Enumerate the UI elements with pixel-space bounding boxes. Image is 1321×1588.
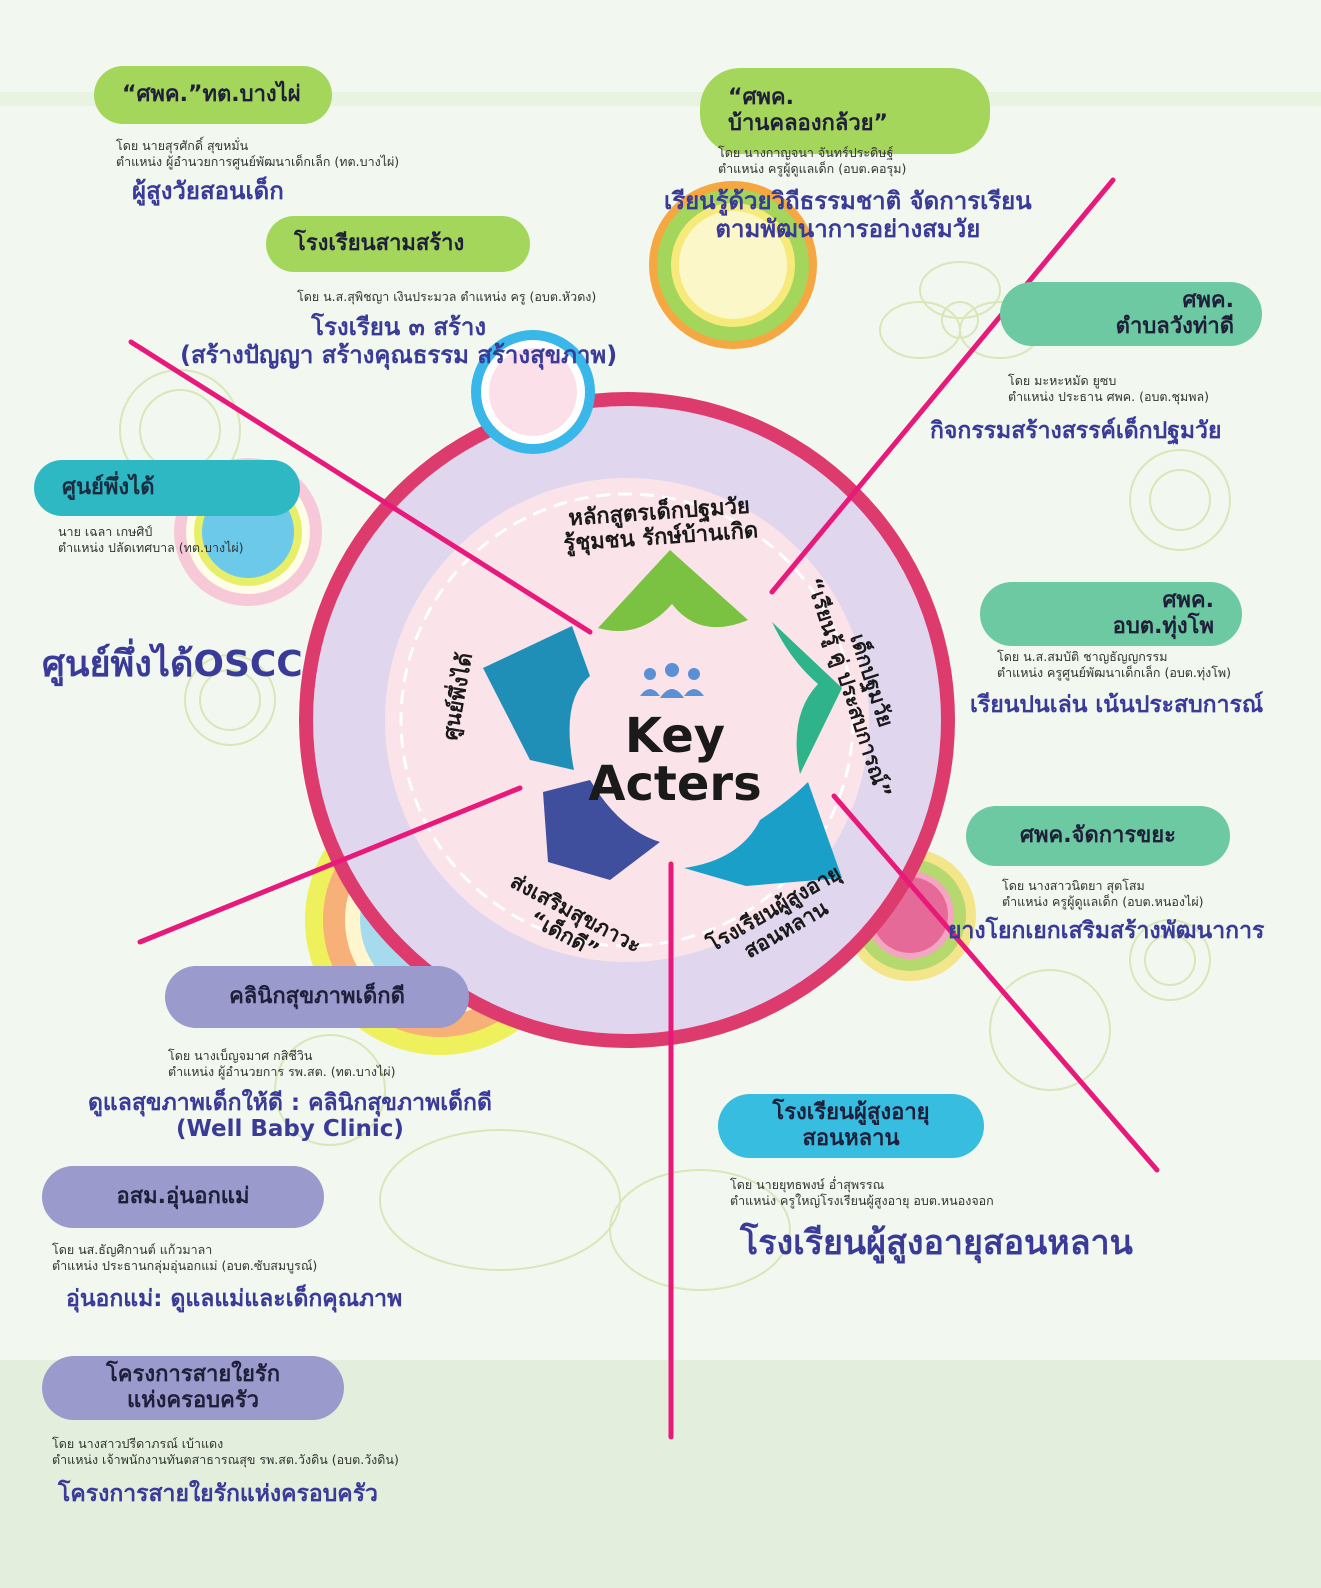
node-title-4-text: ศพค. ตำบลวังท่าดี — [1115, 287, 1234, 339]
node-person-5: นาย เฉลา เกษศิป์ ตำแหน่ง ปลัดเทศบาล (ทต.… — [58, 524, 244, 556]
node-title-1: “ศพค.”ทต.บางไผ่ — [94, 66, 332, 124]
node-person-10: โดย นส.ธัญศิกานต์ แก้วมาลา ตำแหน่ง ประธา… — [52, 1242, 318, 1274]
node-title-2-text: “ศพค. บ้านคลองกล้วย” — [728, 84, 889, 136]
node-title-8: คลินิกสุขภาพเด็กดี — [165, 966, 469, 1028]
node-person-8: โดย นางเบ็ญจมาศ กสิชีวิน ตำแหน่ง ผู้อำนว… — [168, 1048, 396, 1080]
node-topic-7: ยางโยกเยกเสริมสร้างพัฒนาการ — [948, 918, 1265, 944]
main-ring-dashes — [399, 492, 855, 948]
spoke-lower-left — [137, 785, 523, 945]
node-person-7: โดย นางสาวนิตยา สุตโสม ตำแหน่ง ครูผู้ดูแ… — [1002, 878, 1204, 910]
node-person-4: โดย มะหะหมัด ยูซบ ตำแหน่ง ประธาน ศพค. (อ… — [1008, 373, 1209, 405]
center-title: Key Acters — [560, 712, 790, 808]
node-title-7-text: ศพค.จัดการขยะ — [1020, 822, 1176, 848]
node-title-3-text: โรงเรียนสามสร้าง — [294, 230, 465, 256]
node-person-1: โดย นายสุรศักดิ์ สุขหมั่น ตำแหน่ง ผู้อำน… — [116, 138, 400, 170]
node-topic-2: เรียนรู้ด้วยวิถีธรรมชาติ จัดการเรียน ตาม… — [664, 187, 1032, 243]
center-title-line1: Key — [624, 708, 726, 764]
node-title-7: ศพค.จัดการขยะ — [966, 806, 1230, 866]
node-person-3: โดย น.ส.สุพิชญา เงินประมวล ตำแหน่ง ครู (… — [297, 289, 597, 304]
petal-left — [483, 626, 590, 770]
decor-circle-blue — [471, 330, 595, 454]
node-title-5: ศูนย์พึ่งได้ — [34, 460, 300, 516]
node-topic-11: โครงการสายใยรักแห่งครอบครัว — [58, 1481, 378, 1507]
petal-bottom-right — [684, 782, 842, 886]
node-title-2: “ศพค. บ้านคลองกล้วย” — [700, 68, 990, 154]
node-title-6: ศพค. อบต.ทุ่งโพ — [980, 582, 1242, 646]
node-person-9: โดย นายยุทธพงษ์ อ่ำสุพรรณ ตำแหน่ง ครูใหญ… — [730, 1177, 994, 1209]
spokes — [128, 177, 1160, 1440]
node-title-6-text: ศพค. อบต.ทุ่งโพ — [1112, 587, 1214, 639]
people-group-icon — [640, 663, 704, 698]
node-title-9-text: โรงเรียนผู้สูงอายุ สอนหลาน — [772, 1099, 930, 1151]
spoke-upper-left — [128, 339, 593, 635]
decorative-flowers — [119, 261, 1231, 1291]
node-title-5-text: ศูนย์พึ่งได้ — [62, 474, 155, 500]
center-title-line2: Acters — [588, 756, 762, 812]
node-topic-9: โรงเรียนผู้สูงอายุสอนหลาน — [740, 1223, 1133, 1263]
node-topic-4: กิจกรรมสร้างสรรค์เด็กปฐมวัย — [930, 418, 1222, 444]
node-person-11: โดย นางสาวปรีดาภรณ์ เบ้าแดง ตำแหน่ง เจ้า… — [52, 1436, 399, 1468]
petal-right — [772, 622, 842, 774]
node-title-10: อสม.อุ่นอกแม่ — [42, 1166, 324, 1228]
node-topic-8: ดูแลสุขภาพเด็กให้ดี : คลินิกสุขภาพเด็กดี… — [88, 1090, 492, 1143]
node-title-10-text: อสม.อุ่นอกแม่ — [116, 1183, 250, 1209]
spoke-lower-right — [831, 793, 1160, 1173]
node-title-11: โครงการสายใยรัก แห่งครอบครัว — [42, 1356, 344, 1420]
petal-top — [598, 550, 748, 631]
spoke-upper-right — [769, 177, 1116, 595]
node-title-4: ศพค. ตำบลวังท่าดี — [1000, 282, 1262, 346]
node-person-2: โดย นางกาญจนา จันทร์ประดิษฐ์ ตำแหน่ง ครู… — [718, 145, 907, 177]
node-topic-10: อุ่นอกแม่: ดูแลแม่และเด็กคุณภาพ — [66, 1286, 403, 1312]
node-topic-5: ศูนย์พึ่งได้OSCC — [42, 644, 303, 685]
node-title-9: โรงเรียนผู้สูงอายุ สอนหลาน — [718, 1094, 984, 1158]
node-title-3: โรงเรียนสามสร้าง — [266, 216, 530, 272]
node-title-8-text: คลินิกสุขภาพเด็กดี — [229, 983, 405, 1009]
decor-circle-top — [649, 181, 817, 349]
node-title-1-text: “ศพค.”ทต.บางไผ่ — [122, 81, 301, 107]
petal-bottom-left — [543, 780, 660, 880]
node-topic-1: ผู้สูงวัยสอนเด็ก — [132, 177, 284, 205]
node-person-6: โดย น.ส.สมบัติ ชาญธัญญกรรม ตำแหน่ง ครูศู… — [997, 649, 1232, 681]
node-title-11-text: โครงการสายใยรัก แห่งครอบครัว — [105, 1361, 281, 1413]
node-topic-3: โรงเรียน ๓ สร้าง (สร้างปัญญา สร้างคุณธรร… — [180, 313, 618, 369]
node-topic-6: เรียนปนเล่น เน้นประสบการณ์ — [970, 692, 1264, 718]
